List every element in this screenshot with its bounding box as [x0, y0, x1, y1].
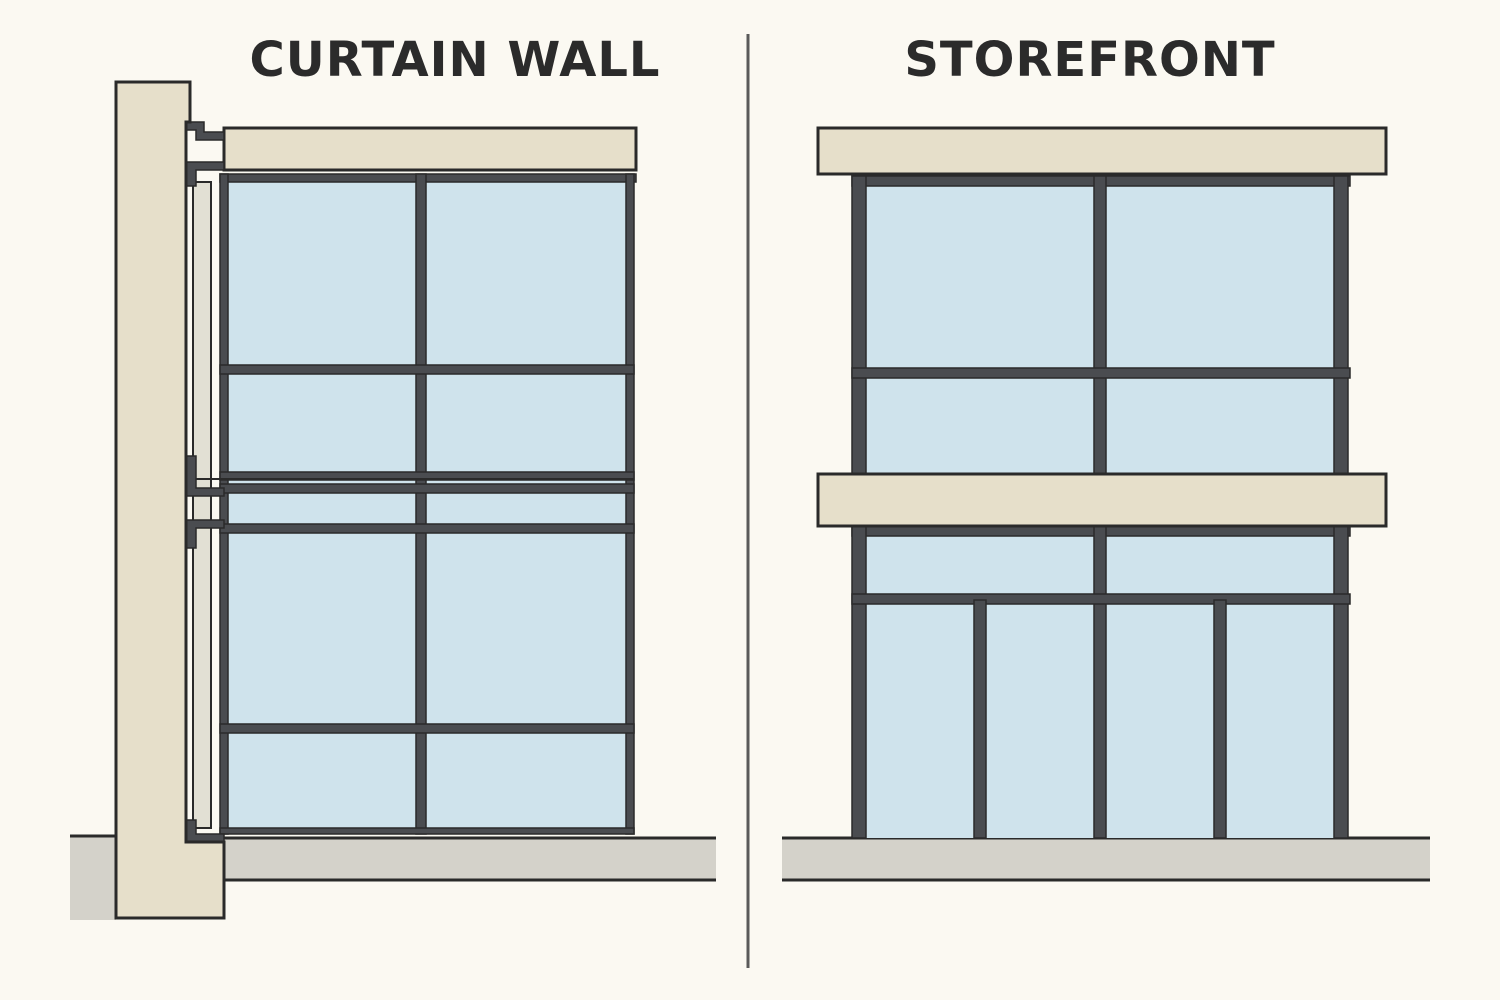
- storefront-middle-slab: [816, 472, 1388, 528]
- storefront-upper-frame: [851, 175, 1351, 475]
- storefront-ground-slab: [782, 836, 1430, 882]
- storefront-top-slab: [816, 126, 1388, 176]
- curtain-wall-top-slab: [222, 126, 638, 172]
- curtain-wall-illustration: [70, 80, 716, 920]
- curtain-wall-back-strip: [192, 181, 212, 829]
- curtain-wall-ground-slab: [224, 836, 716, 882]
- storefront-lower-frame: [851, 525, 1351, 839]
- curtain-wall-anchor-clips: [185, 121, 225, 843]
- storefront-illustration: [782, 126, 1430, 882]
- storefront-title: STOREFRONT: [904, 32, 1276, 88]
- curtain-wall-ground-left: [70, 834, 116, 920]
- curtain-wall-title: CURTAIN WALL: [249, 32, 661, 88]
- curtain-wall-frame: [219, 173, 637, 835]
- curtain-wall-concrete-column: [114, 80, 226, 920]
- curtain-wall-glass: [224, 178, 634, 832]
